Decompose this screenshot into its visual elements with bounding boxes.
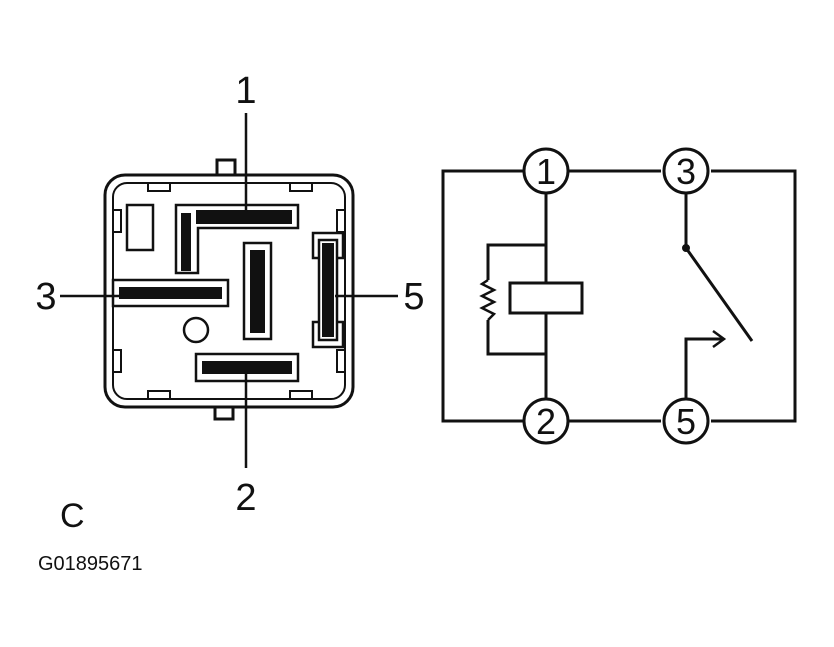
- pin3-terminal: [111, 278, 230, 308]
- pin-label-5: 5: [403, 276, 424, 318]
- node-5: [662, 397, 710, 445]
- resistor-zigzag: [479, 278, 497, 321]
- locator-hole: [182, 316, 210, 344]
- schematic-frame: [441, 169, 797, 423]
- relay-schematic: [441, 147, 797, 445]
- figure-id: G01895671: [38, 553, 143, 575]
- figure-letter: C: [60, 497, 85, 535]
- pin-label-1: 1: [235, 70, 256, 112]
- switch-contact-arrow: [712, 329, 727, 349]
- switch-fixed-contact: [684, 337, 722, 399]
- pin-label-2: 2: [235, 477, 256, 519]
- resistor-wire: [486, 243, 546, 356]
- node-3: [662, 147, 710, 195]
- node-label-3: 3: [676, 151, 696, 192]
- pin1-blade: [196, 210, 292, 224]
- housing-notches: [113, 183, 345, 399]
- pin2-blade: [202, 361, 292, 374]
- coil: [508, 281, 584, 315]
- key-slot: [125, 203, 155, 252]
- node-label-2: 2: [536, 401, 556, 442]
- center-blade: [250, 250, 265, 333]
- center-terminal: [242, 241, 273, 341]
- node-1: [522, 147, 570, 195]
- node-label-5: 5: [676, 401, 696, 442]
- pin5-blade: [322, 243, 334, 337]
- node-label-1: 1: [536, 151, 556, 192]
- pin-label-3: 3: [35, 276, 56, 318]
- pin3-blade: [119, 287, 222, 299]
- pin-leader-lines: [60, 113, 398, 468]
- switch-blade: [684, 247, 754, 342]
- node-2: [522, 397, 570, 445]
- relay-connector-view: [60, 113, 398, 468]
- pin1-terminal-frame: [174, 203, 300, 275]
- pin1-blade-leg: [181, 213, 191, 271]
